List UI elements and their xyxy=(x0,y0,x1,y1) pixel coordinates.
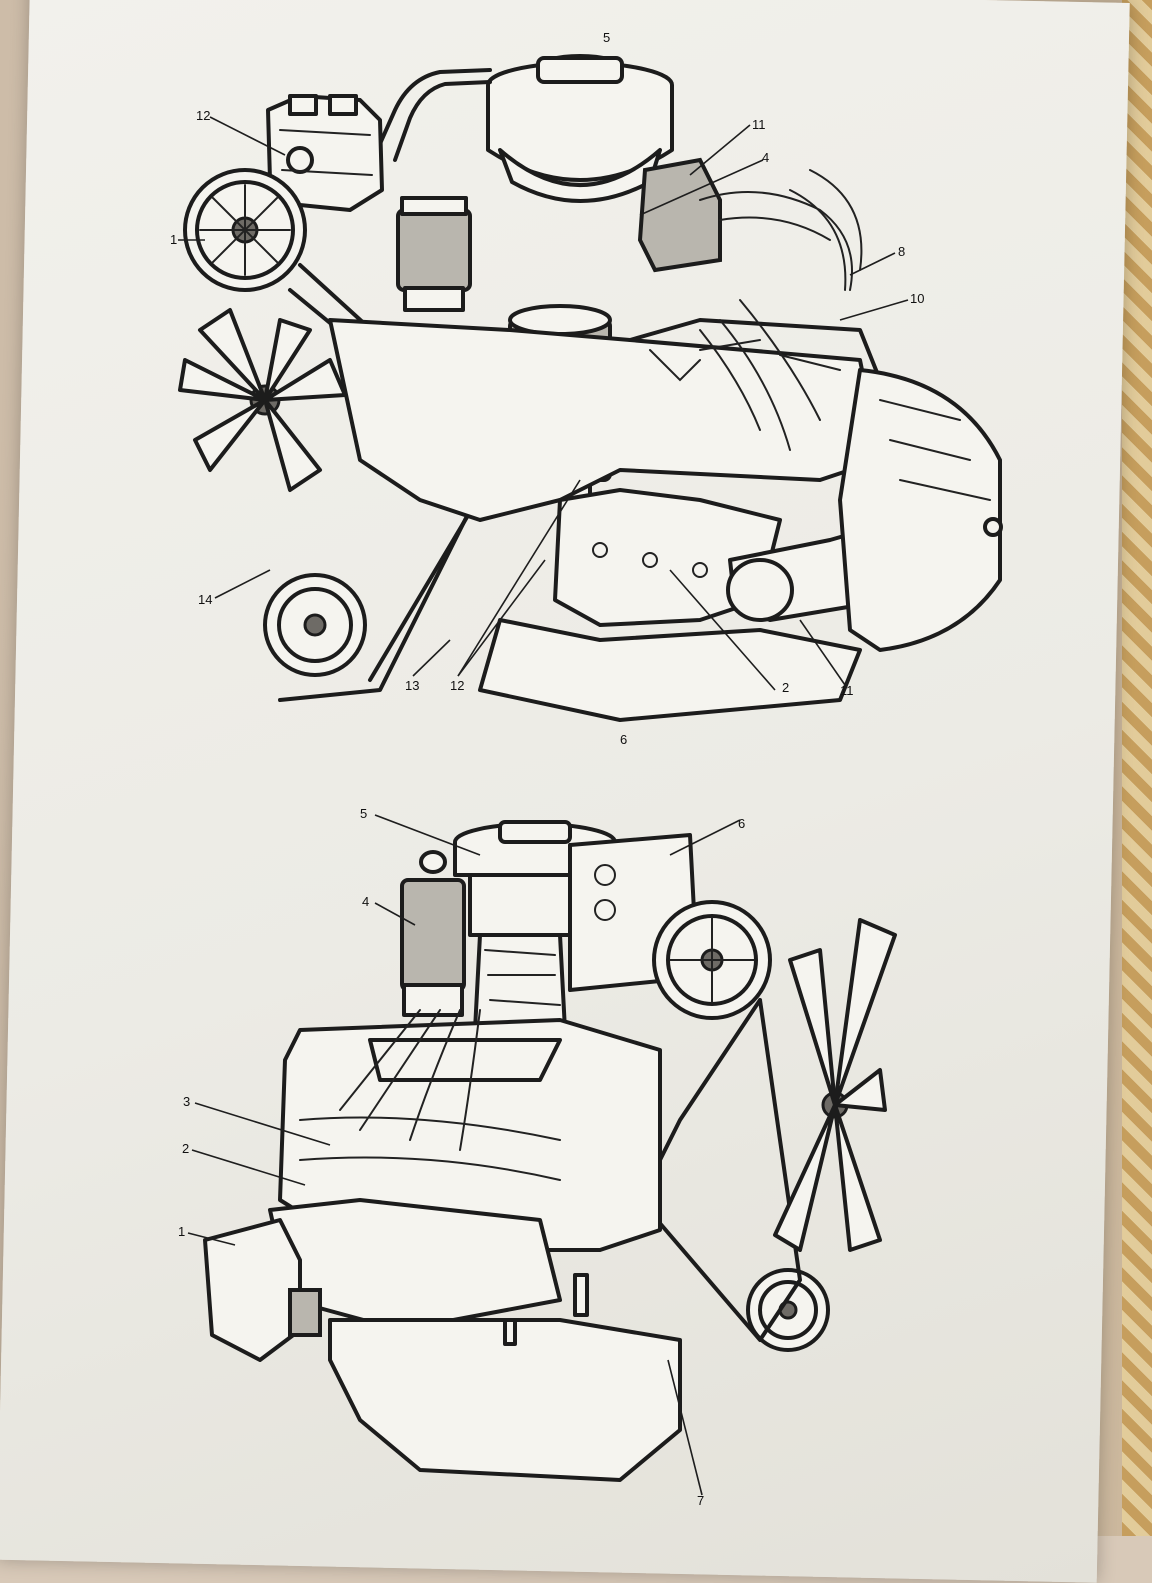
bottom-oil-pan xyxy=(328,1318,682,1482)
top-air-cleaner xyxy=(486,54,674,203)
top-fuel-filter xyxy=(396,196,472,312)
callout-bottom-1: 1 xyxy=(178,1224,185,1239)
callout-top-8: 8 xyxy=(898,244,905,259)
callout-bottom-6: 6 xyxy=(738,816,745,831)
bottom-oil-filter xyxy=(400,850,466,1017)
bottom-leader-lines xyxy=(187,814,741,1496)
bottom-engine-mount xyxy=(203,1218,322,1362)
top-fan xyxy=(178,308,347,492)
engine-diagrams: 12 1 5 11 4 8 10 14 13 12 2 11 6 5 6 4 3… xyxy=(170,30,1003,1508)
callout-top-12-lower: 12 xyxy=(450,678,464,693)
callout-bottom-5: 5 xyxy=(360,806,367,821)
callout-top-14: 14 xyxy=(198,592,212,607)
top-crank-pulley xyxy=(183,168,307,292)
callout-top-10: 10 xyxy=(910,291,924,306)
top-reservoir xyxy=(637,157,722,273)
bottom-compressor-pulley xyxy=(652,900,772,1020)
top-oil-pan xyxy=(478,618,862,722)
callout-top-1: 1 xyxy=(170,232,177,247)
callout-top-2: 2 xyxy=(782,680,789,695)
callout-top-11: 11 xyxy=(752,117,766,132)
callout-top-12: 12 xyxy=(196,108,210,123)
patterned-cloth xyxy=(1122,0,1152,1536)
callout-top-5: 5 xyxy=(603,30,610,45)
callout-bottom-4: 4 xyxy=(362,894,369,909)
callout-bottom-2: 2 xyxy=(182,1141,189,1156)
callout-top-6: 6 xyxy=(620,732,627,747)
top-flywheel-housing xyxy=(838,368,1002,652)
callout-top-11-lower: 11 xyxy=(840,683,854,698)
callout-top-4: 4 xyxy=(762,150,769,165)
bottom-engine-illustration xyxy=(187,814,897,1496)
bottom-engine-block xyxy=(278,1018,662,1252)
top-callout-labels: 12 1 5 11 4 8 10 14 13 12 2 11 6 xyxy=(170,30,924,747)
top-engine-block xyxy=(328,318,882,522)
callout-bottom-7: 7 xyxy=(697,1493,704,1508)
top-leader-lines xyxy=(178,116,909,691)
callout-top-13: 13 xyxy=(405,678,419,693)
callout-bottom-3: 3 xyxy=(183,1094,190,1109)
bottom-fan xyxy=(773,918,897,1252)
top-engine-illustration xyxy=(178,54,1003,722)
bottom-callout-labels: 5 6 4 3 2 1 7 xyxy=(178,806,745,1508)
